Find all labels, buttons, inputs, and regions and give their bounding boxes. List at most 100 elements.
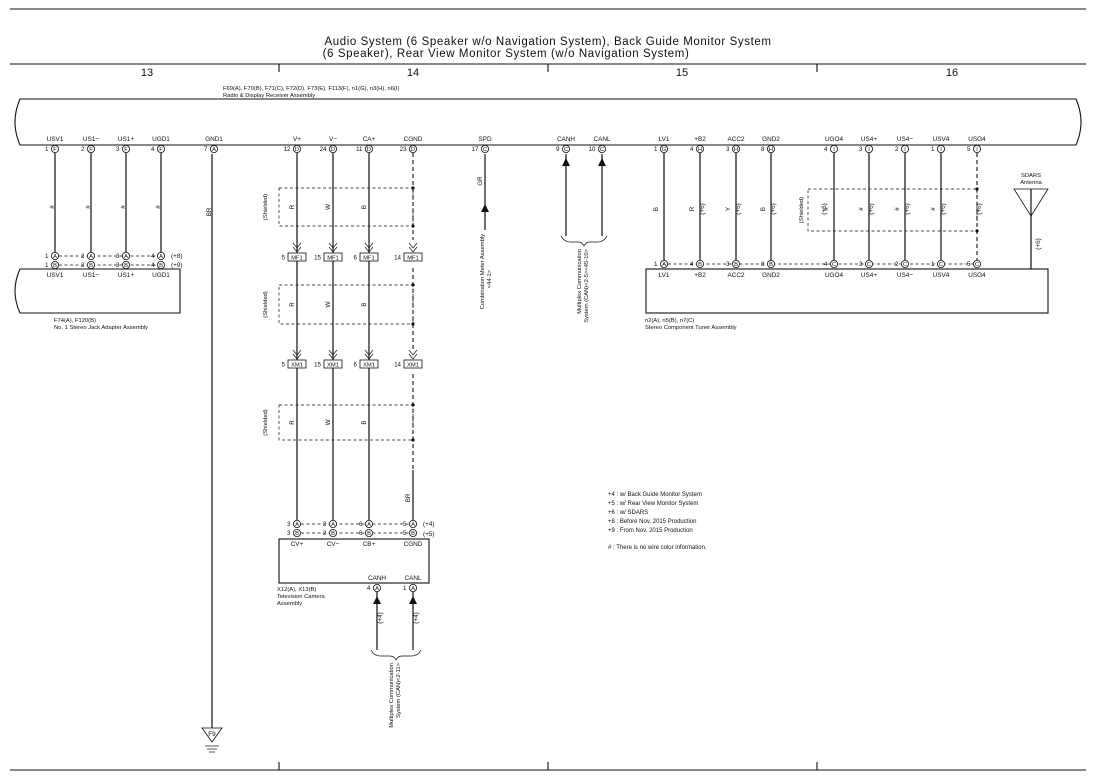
radio-pin-label: US1+ xyxy=(118,136,134,143)
mf1-id: MF1 xyxy=(407,255,419,261)
jack-pin-a-number: 4 xyxy=(151,253,155,260)
radio-pin-letter: F xyxy=(159,147,163,153)
radio-pin-circle xyxy=(209,144,218,153)
radio-connector-codes: F69(A), F70(B), F71(C), F72(D), F73(E), … xyxy=(223,86,399,92)
cam-pin-a-circle xyxy=(364,520,373,529)
cam-can-label: CANH xyxy=(368,575,386,582)
radio-pin-letter: C xyxy=(483,147,487,153)
jack-pin-b-number: 1 xyxy=(45,262,49,269)
tuner-assembly-box xyxy=(645,268,1049,314)
radio-pin-number: 3 xyxy=(859,146,863,153)
can-top-ref-2: System (CAN)<2-5><45-10> xyxy=(584,248,590,322)
radio-pin-circle xyxy=(122,144,131,153)
xm1-id: XM1 xyxy=(363,362,375,368)
xm1-chevron xyxy=(328,353,338,360)
xm1-id: XM1 xyxy=(291,362,303,368)
cam-can-pin-letter: A xyxy=(375,586,379,592)
mf1-id: MF1 xyxy=(327,255,339,261)
radio-pin-circle xyxy=(364,144,373,153)
xm1-id: XM1 xyxy=(407,362,419,368)
radio-pin-label: LV1 xyxy=(659,136,670,143)
column-number-15: 15 xyxy=(676,67,688,79)
cam-can-pin-number: 4 xyxy=(367,585,371,592)
jack-pin-a-letter: A xyxy=(124,254,128,260)
radio-pin-label: USV1 xyxy=(47,136,64,143)
radio-pin-letter: C xyxy=(600,147,604,153)
jack-pin-a-letter: A xyxy=(89,254,93,260)
tuner-wire-color: R xyxy=(689,206,696,211)
camera-tag-a: (+4) xyxy=(423,521,435,528)
radio-pin-number: 2 xyxy=(81,146,85,153)
can-bottom-ref-1: Multiplex Communication xyxy=(389,663,395,728)
shield-box xyxy=(278,187,414,227)
usb4-shield-group: (Shielded) xyxy=(799,187,979,233)
usb4-wire-tag: (+6) xyxy=(868,203,875,215)
column-number-16: 16 xyxy=(946,67,958,79)
jack-pin-b-letter: B xyxy=(53,263,57,269)
cgnd-lower-wire-color: BR xyxy=(405,493,412,502)
cam-pin-b-circle xyxy=(408,529,417,538)
tuner-pin-letter: B xyxy=(734,262,738,268)
usb4-wire-tag: (+6) xyxy=(904,203,911,215)
radio-pin-circle xyxy=(973,144,982,153)
radio-pin-label: GND1 xyxy=(205,136,223,143)
cam-pin-label: CV− xyxy=(327,541,340,548)
jack-pin-a-circle xyxy=(87,251,96,260)
jack-pin-a-circle xyxy=(122,251,131,260)
tuner-pin-circle xyxy=(660,259,669,268)
xm1-id: XM1 xyxy=(327,362,339,368)
tuner-wire-tag: (+6) xyxy=(699,203,706,215)
mf1-chevron xyxy=(292,242,302,249)
mf1-pin: 6 xyxy=(354,254,358,261)
xm1-box xyxy=(359,359,379,369)
xm1-box xyxy=(403,359,423,369)
jack-connector-codes: F74(A), F120(B) xyxy=(54,318,96,324)
tuner-wire-color: Y xyxy=(725,207,732,211)
gnd1-wire-color: BR xyxy=(206,207,213,216)
mf1-chevron xyxy=(328,246,338,253)
radio-pin-number: 1 xyxy=(931,146,935,153)
radio-pin-letter: C xyxy=(564,147,568,153)
xm1-box xyxy=(323,359,343,369)
camera-connector-codes: X12(A), X13(B) xyxy=(277,587,316,593)
tuner-pin-letter: C xyxy=(939,262,943,268)
cam-wire-color: W xyxy=(325,419,332,425)
camera-assembly-box xyxy=(278,538,430,584)
cam-pin-b-number: 3 xyxy=(287,530,291,537)
radio-pin-label: US4− xyxy=(897,136,913,143)
camera-tag-b: (+5) xyxy=(423,531,435,538)
radio-pin-letter: I xyxy=(833,147,835,153)
ground-label: F9 xyxy=(208,731,216,738)
jack-pin-b-number: 3 xyxy=(116,262,120,269)
radio-pin-circle xyxy=(901,144,910,153)
tuner-pin-circle xyxy=(973,259,982,268)
xm1-chevron xyxy=(292,353,302,360)
radio-pin-letter: I xyxy=(868,147,870,153)
tuner-pin-circle xyxy=(696,259,705,268)
radio-pin-circle xyxy=(660,144,669,153)
radio-pin-number: 8 xyxy=(761,146,765,153)
cam-pin-b-number: 6 xyxy=(359,530,363,537)
cam-pin-a-letter: A xyxy=(411,522,415,528)
radio-pin-label: UGO4 xyxy=(825,136,844,143)
radio-pin-number: 17 xyxy=(472,146,479,153)
radio-pin-letter: I xyxy=(976,147,978,153)
can-top-ref-1: Multiplex Communication xyxy=(577,249,583,314)
radio-pin-number: 24 xyxy=(320,146,327,153)
cam-pin-a-number: 2 xyxy=(323,521,327,528)
radio-pin-circle xyxy=(696,144,705,153)
tuner-pin-circle xyxy=(732,259,741,268)
cam-can-pin-number: 1 xyxy=(403,585,407,592)
cam-pin-b-circle xyxy=(292,529,301,538)
diagram-title-line1: Audio System (6 Speaker w/o Navigation S… xyxy=(324,36,771,48)
shield-dot xyxy=(411,438,415,442)
radio-pin-number: 1 xyxy=(45,146,49,153)
cam-pin-a-letter: A xyxy=(295,522,299,528)
radio-assembly-box xyxy=(14,98,1082,146)
tuner-connector-codes: n2(A), n5(B), n7(C) xyxy=(645,318,694,324)
note-3: +6 : w/ SDARS xyxy=(608,510,648,516)
shield-dot xyxy=(411,283,415,287)
